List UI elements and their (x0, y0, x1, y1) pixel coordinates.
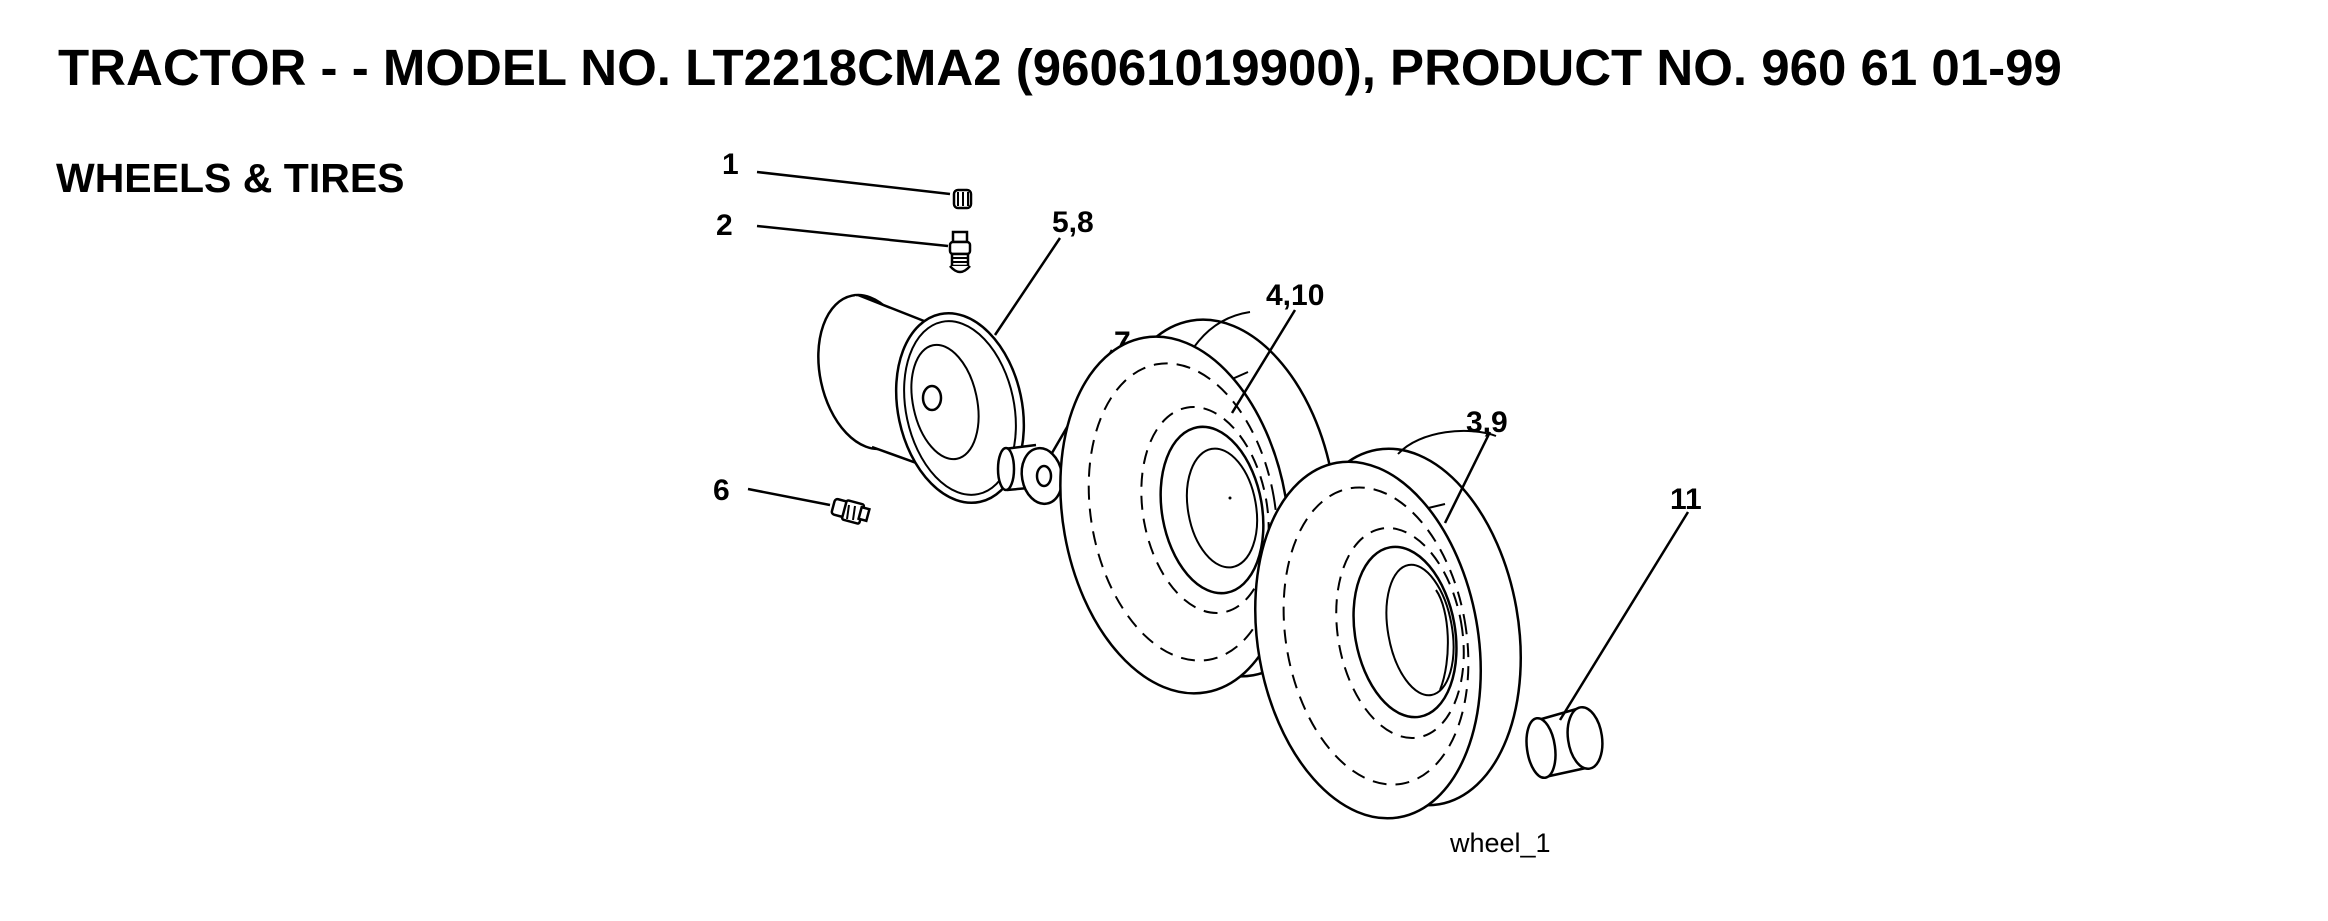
part-7-bushing (996, 443, 1064, 506)
part-11-hub-cap (1525, 705, 1604, 780)
callout-11: 11 (1670, 483, 1702, 516)
leader-line-3-9 (1443, 431, 1492, 524)
leader-line-4-10 (1230, 309, 1297, 414)
callout-6: 6 (713, 474, 730, 507)
callout-3-9: 3,9 (1466, 406, 1508, 439)
leader-line-2 (756, 224, 949, 248)
callout-1: 1 (722, 148, 739, 181)
leader-line-11 (1558, 511, 1690, 721)
callout-5-8: 5,8 (1052, 206, 1094, 239)
part-6-grease-fitting (830, 497, 871, 525)
page-title: TRACTOR - - MODEL NO. LT2218CMA2 (960610… (58, 39, 2062, 96)
leader-line-5-8 (993, 237, 1062, 336)
section-title: WHEELS & TIRES (56, 155, 405, 201)
part-5-8-rim (817, 293, 1026, 505)
callout-2: 2 (716, 209, 733, 242)
figure-id: wheel_1 (1449, 828, 1551, 858)
callout-4-10: 4,10 (1266, 279, 1324, 312)
leader-line-6 (747, 487, 831, 507)
part-3-9-tire (1254, 429, 1522, 820)
leader-line-1 (756, 170, 951, 196)
part-2-valve-stem (948, 230, 972, 274)
part-1-valve-cap (952, 188, 973, 210)
